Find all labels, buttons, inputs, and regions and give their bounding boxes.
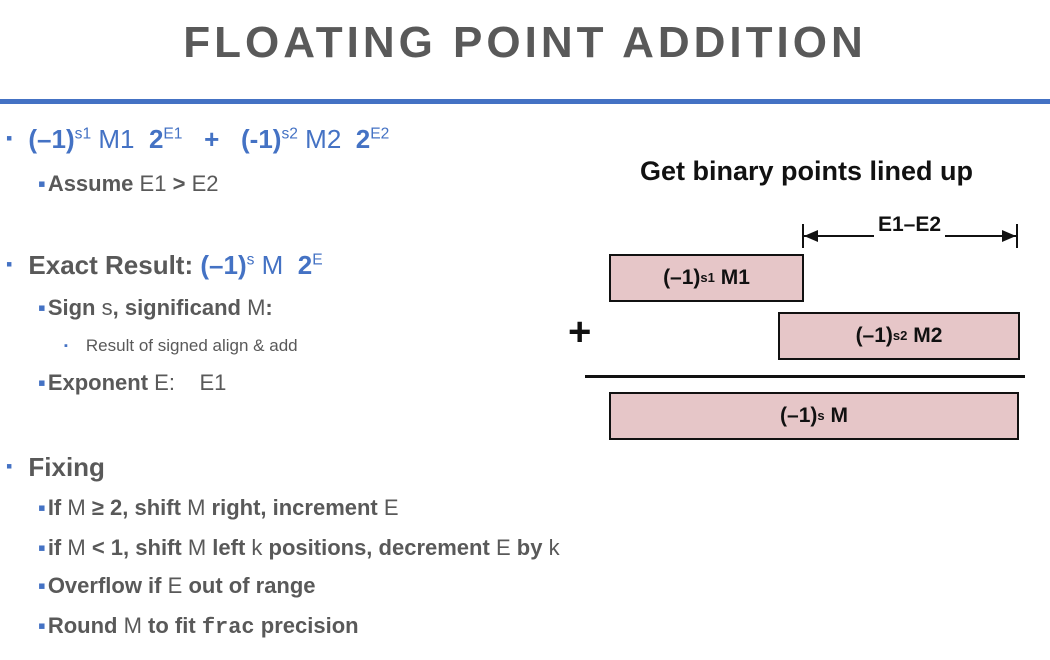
fix4-b: to fit [148,613,196,638]
exp-colon: : [168,370,175,395]
fix1-c: right, increment [211,495,378,520]
fixing-line: ▪ Fixing [6,452,105,483]
fix2-v1: M [67,535,86,560]
fix4-v1: M [123,613,142,638]
dimension-label: E1–E2 [874,213,946,237]
fix1-v2: M [187,495,206,520]
assume-e1: E1 [139,171,167,196]
fix2-v5: k [548,535,560,560]
fix2-d: positions, decrement [268,535,490,560]
operand-box-1: (–1)s1 M1 [609,254,804,302]
exp-var: E [154,370,169,395]
bullet-marker: ▪ [6,254,13,274]
slide-title: FLOATING POINT ADDITION [183,18,867,67]
fix1-v3: E [383,495,399,520]
sign-text-a: Sign [47,295,96,320]
fixing-item-2: ▪if M < 1, shift M left k positions, dec… [38,535,560,560]
fix2-v4: E [495,535,511,560]
formula-s1: s1 [74,125,92,143]
fix2-a: if [47,535,62,560]
fix3-b: out of range [188,573,316,598]
fix1-v1: M [67,495,86,520]
fix4-code: frac [201,615,255,640]
fixing-item-4: ▪Round M to fit frac precision [38,613,359,640]
formula-two-b: 2 [355,124,371,154]
assume-line: ▪Assume E1 > E2 [38,171,219,196]
arrow-left-icon [804,230,818,242]
fix3-a: Overflow if [47,573,162,598]
sum-line [585,375,1025,378]
dimension-left-tick [802,224,804,248]
fix2-v3: k [251,535,263,560]
exp-value: E1 [199,370,227,395]
exact-e: E [312,251,323,269]
box2-tail: M2 [913,324,943,347]
fix2-e: by [516,535,543,560]
bullet-marker: ▪ [6,456,13,476]
exact-neg1: (–1) [200,250,247,280]
fixing-item-1: ▪If M ≥ 2, shift M right, increment E [38,495,399,520]
exact-two: 2 [297,250,313,280]
dimension-right-tick [1016,224,1018,248]
exact-s: s [246,251,255,269]
formula-neg1-b: (-1) [241,124,282,154]
formula-line: ▪(–1)s1 M1 2E1 + (-1)s2 M2 2E2 [6,124,389,155]
assume-e2: E2 [191,171,219,196]
sign-var-s: s [101,295,113,320]
fix1-a: If [47,495,62,520]
box1-base: (–1) [663,266,701,289]
exact-m: M [261,250,284,280]
fixing-item-3: ▪Overflow if E out of range [38,573,316,598]
assume-gt: > [172,171,186,196]
operand-box-2: (–1)s2 M2 [778,312,1020,360]
fix4-c: precision [260,613,359,638]
sign-var-m: M [247,295,266,320]
arrow-right-icon [1002,230,1016,242]
box3-tail: M [830,404,848,427]
formula-m1: M1 [98,124,135,154]
exact-result-line: ▪ Exact Result: (–1)s M 2E [6,250,323,281]
formula-two-a: 2 [148,124,164,154]
exp-label: Exponent [47,370,149,395]
diagram-title: Get binary points lined up [640,156,974,186]
assume-prefix: Assume [47,171,134,196]
sub-item-text: Result of signed align & add [85,336,298,355]
sub-item-line: ▪Result of signed align & add [64,336,298,355]
fixing-label: Fixing [28,452,105,482]
fix2-c: left [212,535,246,560]
fix3-v1: E [167,573,183,598]
sign-line: ▪Sign s, significand M: [38,295,273,320]
plus-sign: + [568,310,592,354]
title-divider [0,99,1050,104]
box3-base: (–1) [780,404,818,427]
bullet-marker: ▪ [6,128,13,148]
sign-colon: : [265,295,273,320]
formula-e2: E2 [370,125,390,143]
sign-text-b: , significand [112,295,241,320]
box2-base: (–1) [855,324,893,347]
formula-m2: M2 [305,124,342,154]
exact-label: Exact Result: [28,250,194,280]
formula-plus: + [204,124,220,154]
fix4-a: Round [47,613,118,638]
fix2-b: < 1, shift [91,535,182,560]
box1-tail: M1 [720,266,750,289]
fix2-v2: M [187,535,207,560]
fix1-b: ≥ 2, shift [91,495,181,520]
formula-neg1-a: (–1) [28,124,75,154]
formula-s2: s2 [281,125,298,143]
formula-e1: E1 [163,125,183,143]
exponent-line: ▪Exponent E: E1 [38,370,227,395]
result-box: (–1)s M [609,392,1019,440]
